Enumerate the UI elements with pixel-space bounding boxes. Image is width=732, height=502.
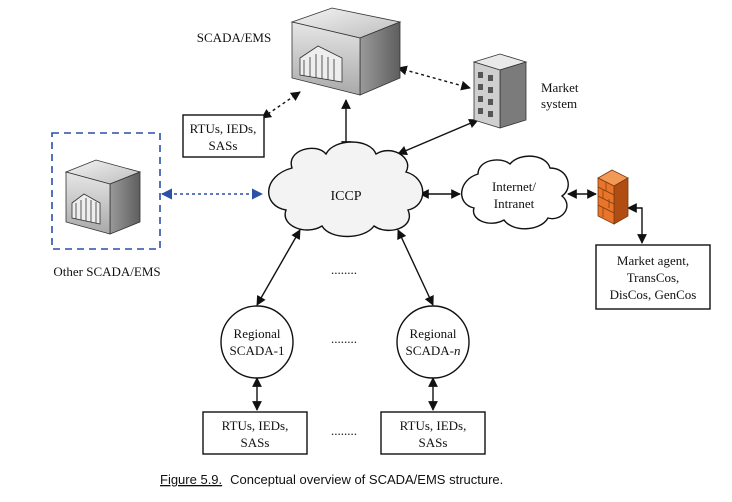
top-rtus-label-2: SASs [209,138,238,153]
link-scada-market [397,65,471,91]
link-iccp-regional1 [256,229,301,306]
bottom-left-rtus-label-1: RTUs, IEDs, [222,418,289,433]
ellipsis-bottom: ........ [331,423,357,438]
top-rtus-box [182,114,265,158]
regional-scada-n-circle [396,305,470,379]
regional-scada-1-label-1: Regional [234,326,281,341]
market-agent-box [595,244,711,310]
firewall-icon [597,169,629,225]
scada-ems-label: SCADA/EMS [197,30,271,45]
market-agent-label-3: DisCos, GenCos [610,287,697,302]
figure-caption: Figure 5.9. Conceptual overview of SCADA/… [160,472,503,487]
bottom-left-rtus-box [202,411,308,455]
internet-label-1: Internet/ [492,179,536,194]
market-system-label-2: system [541,96,577,111]
other-scada-server-icon [64,159,142,235]
other-scada-label: Other SCADA/EMS [53,264,160,279]
market-system-building-icon [472,53,528,129]
link-firewall-agent [627,203,647,244]
regional-scada-n-label-2a: SCADA- [406,343,454,358]
figure-caption-label: Figure 5.9. [160,472,222,487]
ellipsis-middle: ........ [331,331,357,346]
market-system-label-1: Market [541,80,579,95]
link-scada-rtus [261,91,301,119]
top-rtus-label-1: RTUs, IEDs, [190,121,257,136]
market-agent-label-1: Market agent, [617,253,689,268]
regional-scada-n-label-1: Regional [410,326,457,341]
bottom-right-rtus-box [380,411,486,455]
internet-cloud-shape [461,155,569,230]
internet-label-2: Intranet [494,196,535,211]
iccp-cloud-shape [268,141,424,238]
regional-scada-1-circle [220,305,294,379]
bottom-right-rtus-label-2: SASs [419,435,448,450]
regional-scada-1-label-2: SCADA-1 [230,343,285,358]
other-scada-dashed-box [51,132,161,250]
figure-caption-text: Conceptual overview of SCADA/EMS structu… [230,472,503,487]
link-iccp-market [397,118,479,156]
regional-scada-n-label-2: SCADA-n [406,343,461,358]
iccp-label: ICCP [330,189,361,204]
market-agent-label-2: TransCos, [627,270,680,285]
bottom-left-rtus-label-2: SASs [241,435,270,450]
scada-ems-server-icon [290,7,402,96]
ellipsis-top: ........ [331,262,357,277]
link-iccp-regionaln [397,229,434,306]
regional-scada-n-label-2b: n [454,343,461,358]
bottom-right-rtus-label-1: RTUs, IEDs, [400,418,467,433]
